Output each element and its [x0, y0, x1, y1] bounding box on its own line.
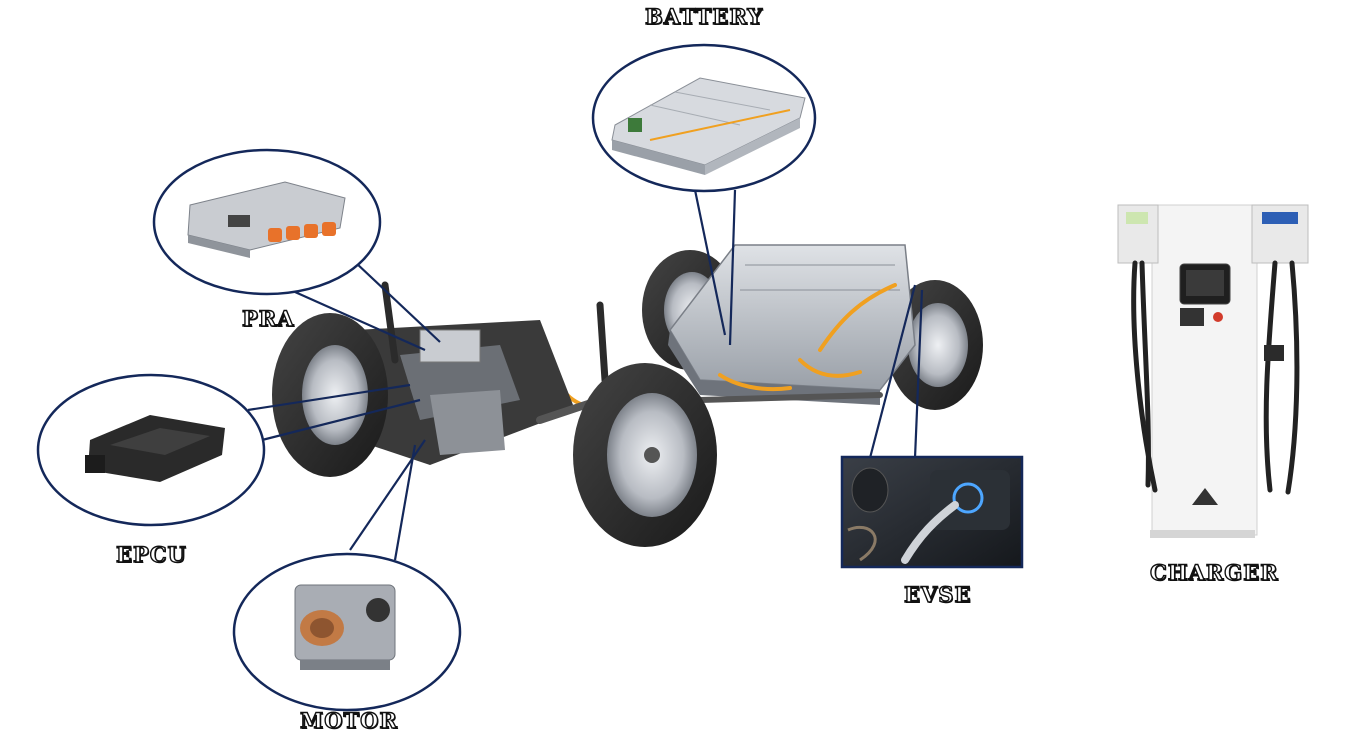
front-right-wheel	[573, 363, 717, 547]
pra-callout	[154, 150, 440, 350]
charger-label: CHARGER	[1150, 560, 1279, 585]
motor-label: MOTOR	[300, 708, 398, 733]
motor-callout	[234, 440, 460, 710]
epcu-label: EPCU	[116, 542, 187, 567]
motor-unit-image	[295, 585, 395, 670]
evse-label: EVSE	[904, 582, 971, 607]
battery-label: BATTERY	[645, 4, 763, 29]
pra-label: PRA	[242, 306, 295, 331]
evse-photo	[842, 457, 1022, 567]
charger-station	[1118, 205, 1308, 538]
front-left-wheel	[272, 313, 388, 477]
